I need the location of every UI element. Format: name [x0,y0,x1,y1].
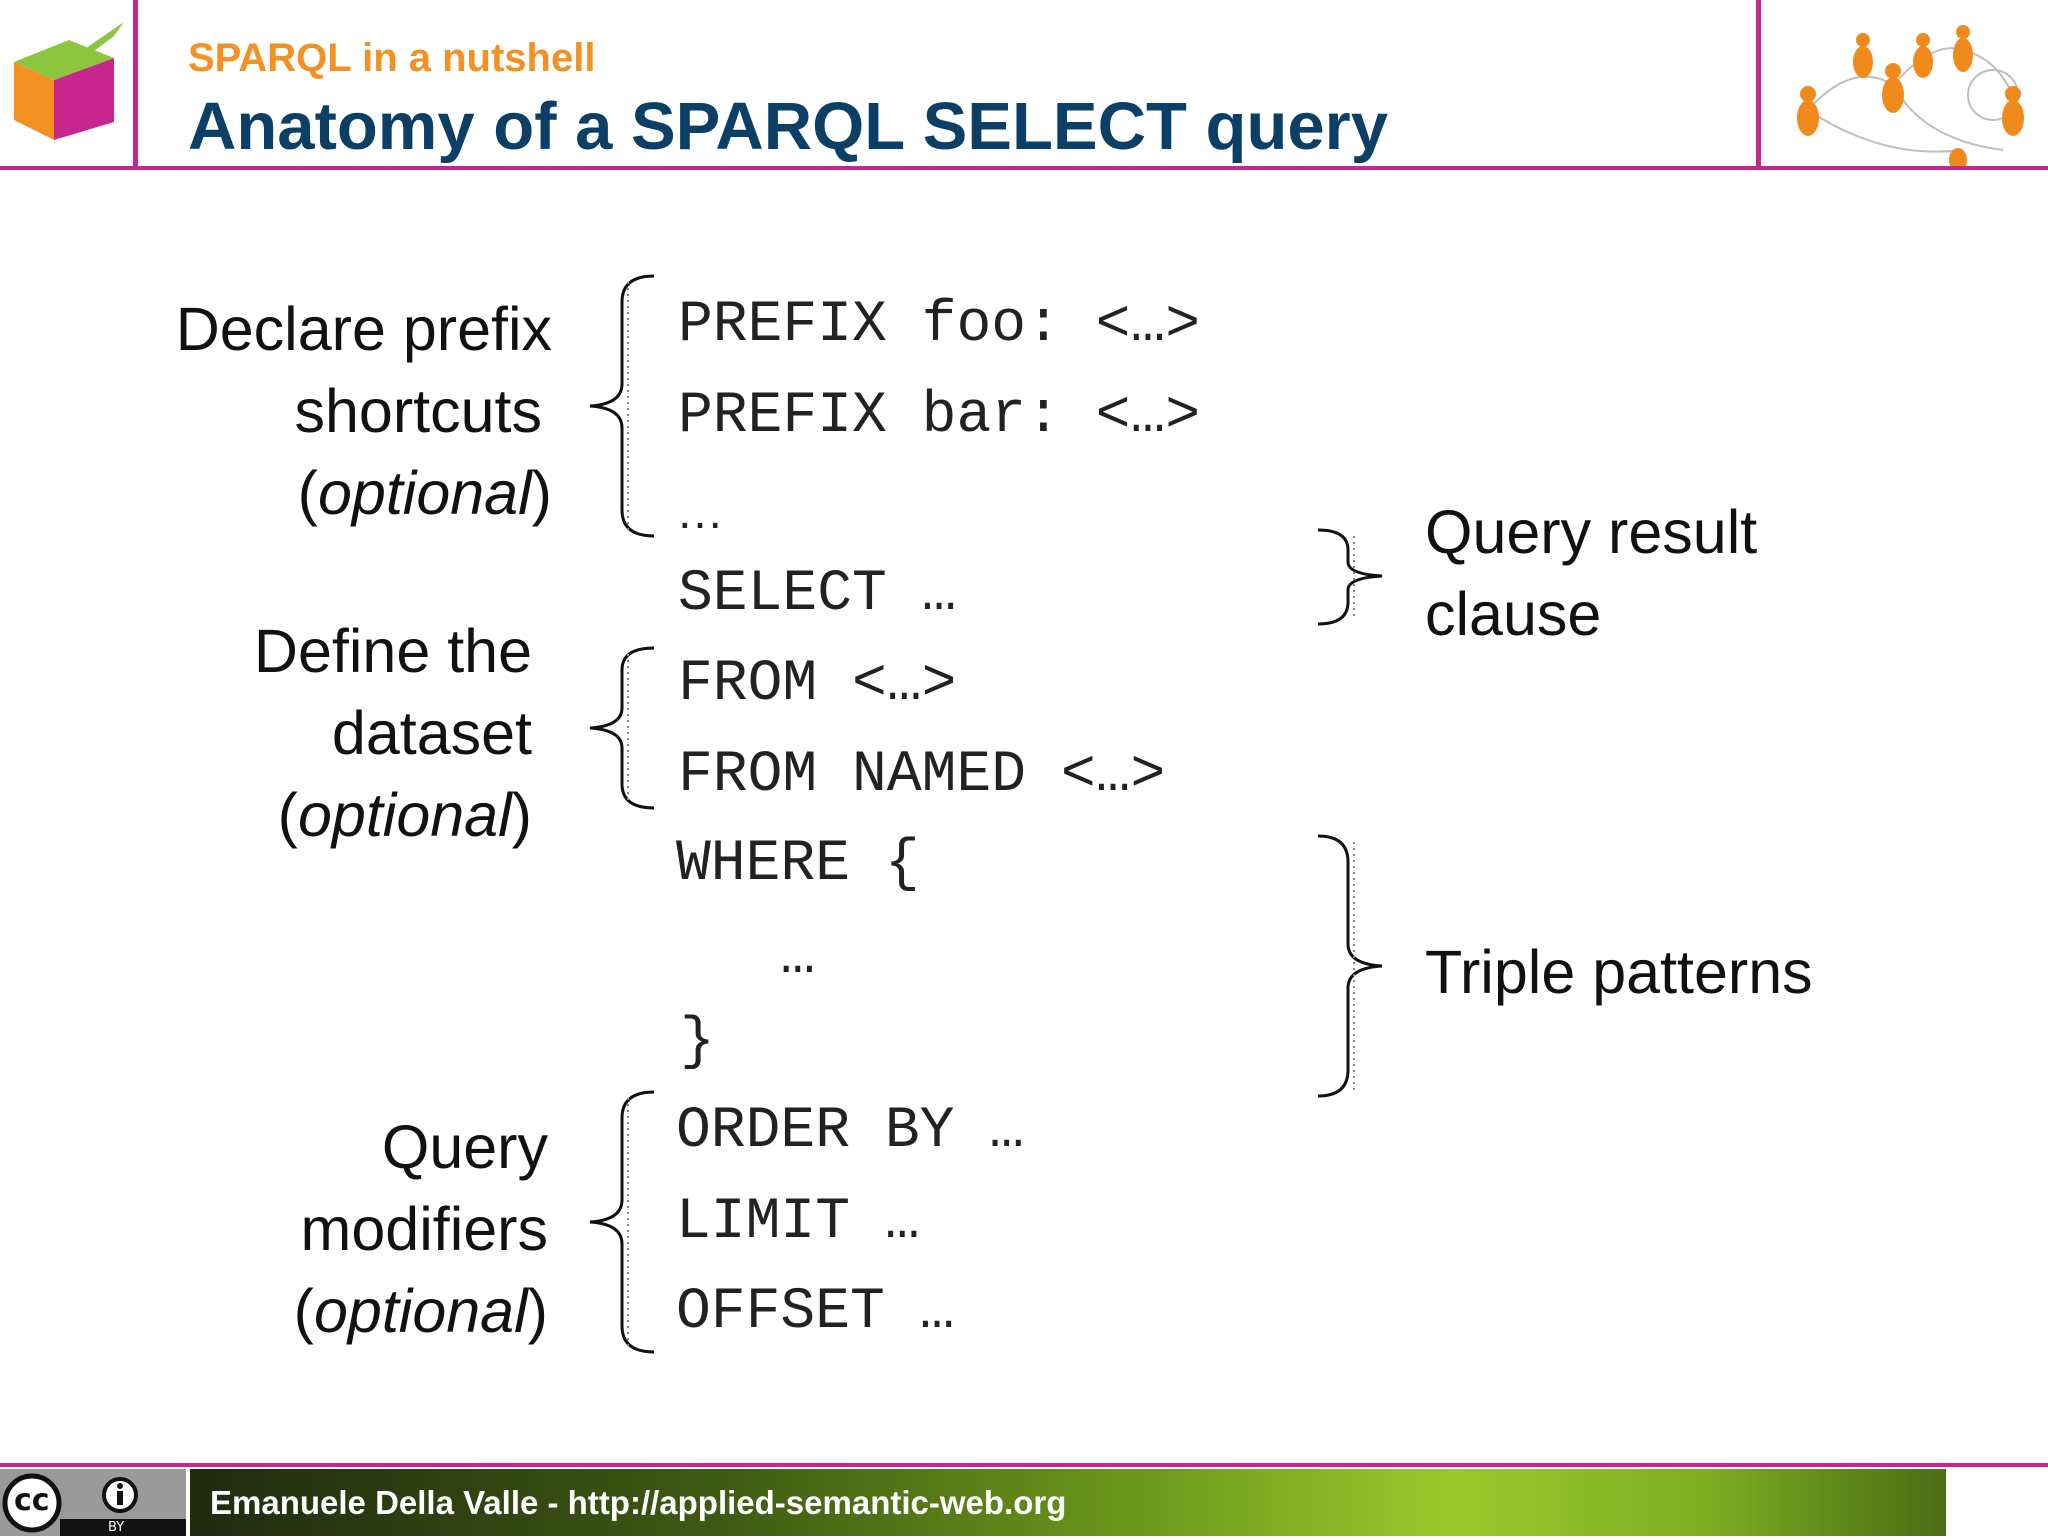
label-query-modifiers: Query modifiers (optional) [293,1113,548,1345]
footer-band [190,1469,1946,1536]
code-line-order-by: ORDER BY … [676,1099,1025,1164]
label-query-result-clause: Query result clause [1425,498,1758,648]
right-brace-triples [1317,834,1383,1098]
left-brace-dataset [589,646,655,810]
header-divider-right [1756,0,1761,170]
header-divider [133,0,138,170]
label-define-dataset: Define the dataset (optional) [253,617,532,849]
code-line-offset: OFFSET … [676,1280,955,1345]
code-line-limit: LIMIT … [676,1190,920,1255]
footer-credit: Emanuele Della Valle - http://applied-se… [210,1484,1067,1521]
left-brace-modifiers [589,1090,655,1354]
code-line-prefix-foo: PREFIX foo: <…> [678,293,1201,358]
right-brace-result [1317,528,1383,626]
footer-rule [0,1463,2048,1467]
slide-subtitle: SPARQL in a nutshell [188,36,596,80]
cube-logo-icon [14,22,124,140]
slide-title: Anatomy of a SPARQL SELECT query [188,89,1388,164]
code-line-from-named: FROM NAMED <…> [678,743,1166,808]
code-line-from: FROM <…> [678,652,957,717]
header-rule [0,166,2048,170]
cc-by-license-badge: cc BY [0,1469,186,1536]
label-triple-patterns: Triple patterns [1425,938,1813,1006]
code-line-where: WHERE { [676,832,920,897]
creative-commons-icon [0,1469,186,1536]
code-line-where-body: … [676,925,816,990]
label-declare-prefix: Declare prefix shortcuts (optional) [175,295,552,527]
left-brace-prefix [589,274,655,538]
code-line-select: SELECT … [678,562,957,627]
code-line-close-brace: } [680,1010,715,1075]
code-line-ellipsis: … [676,486,724,539]
people-network-icon [1797,25,2024,166]
code-line-prefix-bar: PREFIX bar: <…> [678,384,1201,449]
